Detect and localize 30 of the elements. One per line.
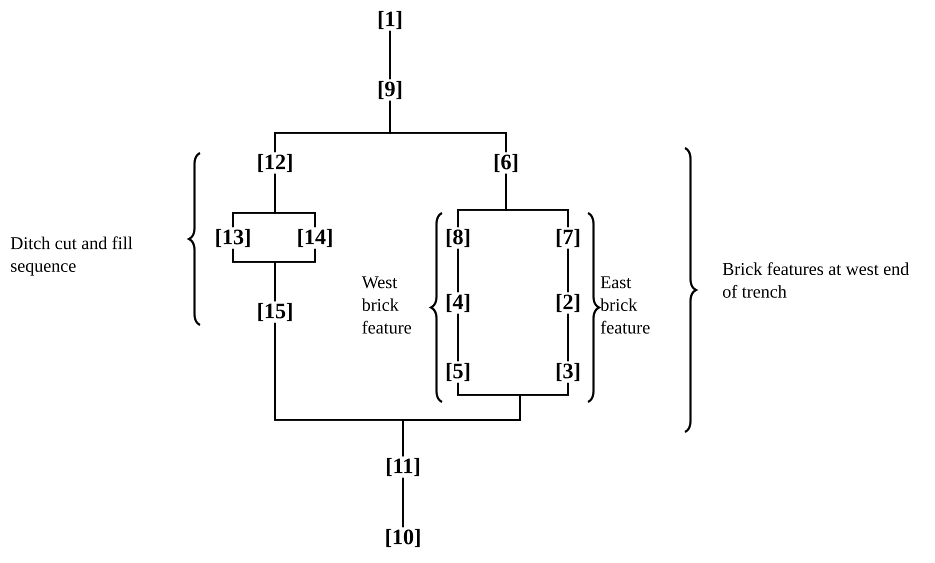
context-number: [6]	[494, 154, 518, 172]
context-number: [8]	[446, 228, 470, 248]
group-label: Brick features at west end of trench	[722, 262, 909, 298]
connector-line	[567, 248, 569, 292]
context-number: [4]	[446, 294, 470, 312]
connector-line	[402, 382, 569, 456]
group-label: East brick feature	[600, 276, 650, 334]
connector-line	[389, 100, 507, 152]
context-number: [15]	[258, 302, 292, 322]
group-label: West brick feature	[362, 276, 412, 334]
context-number: [9]	[378, 80, 402, 100]
connector-line	[457, 314, 459, 362]
connector-line	[505, 174, 569, 228]
group-label: Ditch cut and fill sequence	[10, 236, 132, 276]
context-number: [5]	[446, 362, 470, 382]
connector-line	[389, 30, 391, 80]
connector-line	[274, 174, 316, 228]
context-number: [1]	[378, 10, 402, 30]
context-number: [14]	[298, 228, 332, 248]
connector-line	[274, 248, 316, 302]
context-number: [11]	[386, 458, 420, 476]
context-number: [2]	[556, 294, 580, 312]
context-number: [7]	[556, 228, 580, 248]
context-number: [13]	[216, 228, 250, 248]
connector-line	[402, 478, 404, 528]
connector-line	[457, 248, 459, 292]
connector-line	[567, 314, 569, 362]
context-number: [12]	[258, 154, 292, 172]
context-number: [3]	[556, 362, 580, 382]
context-number: [10]	[386, 528, 420, 548]
